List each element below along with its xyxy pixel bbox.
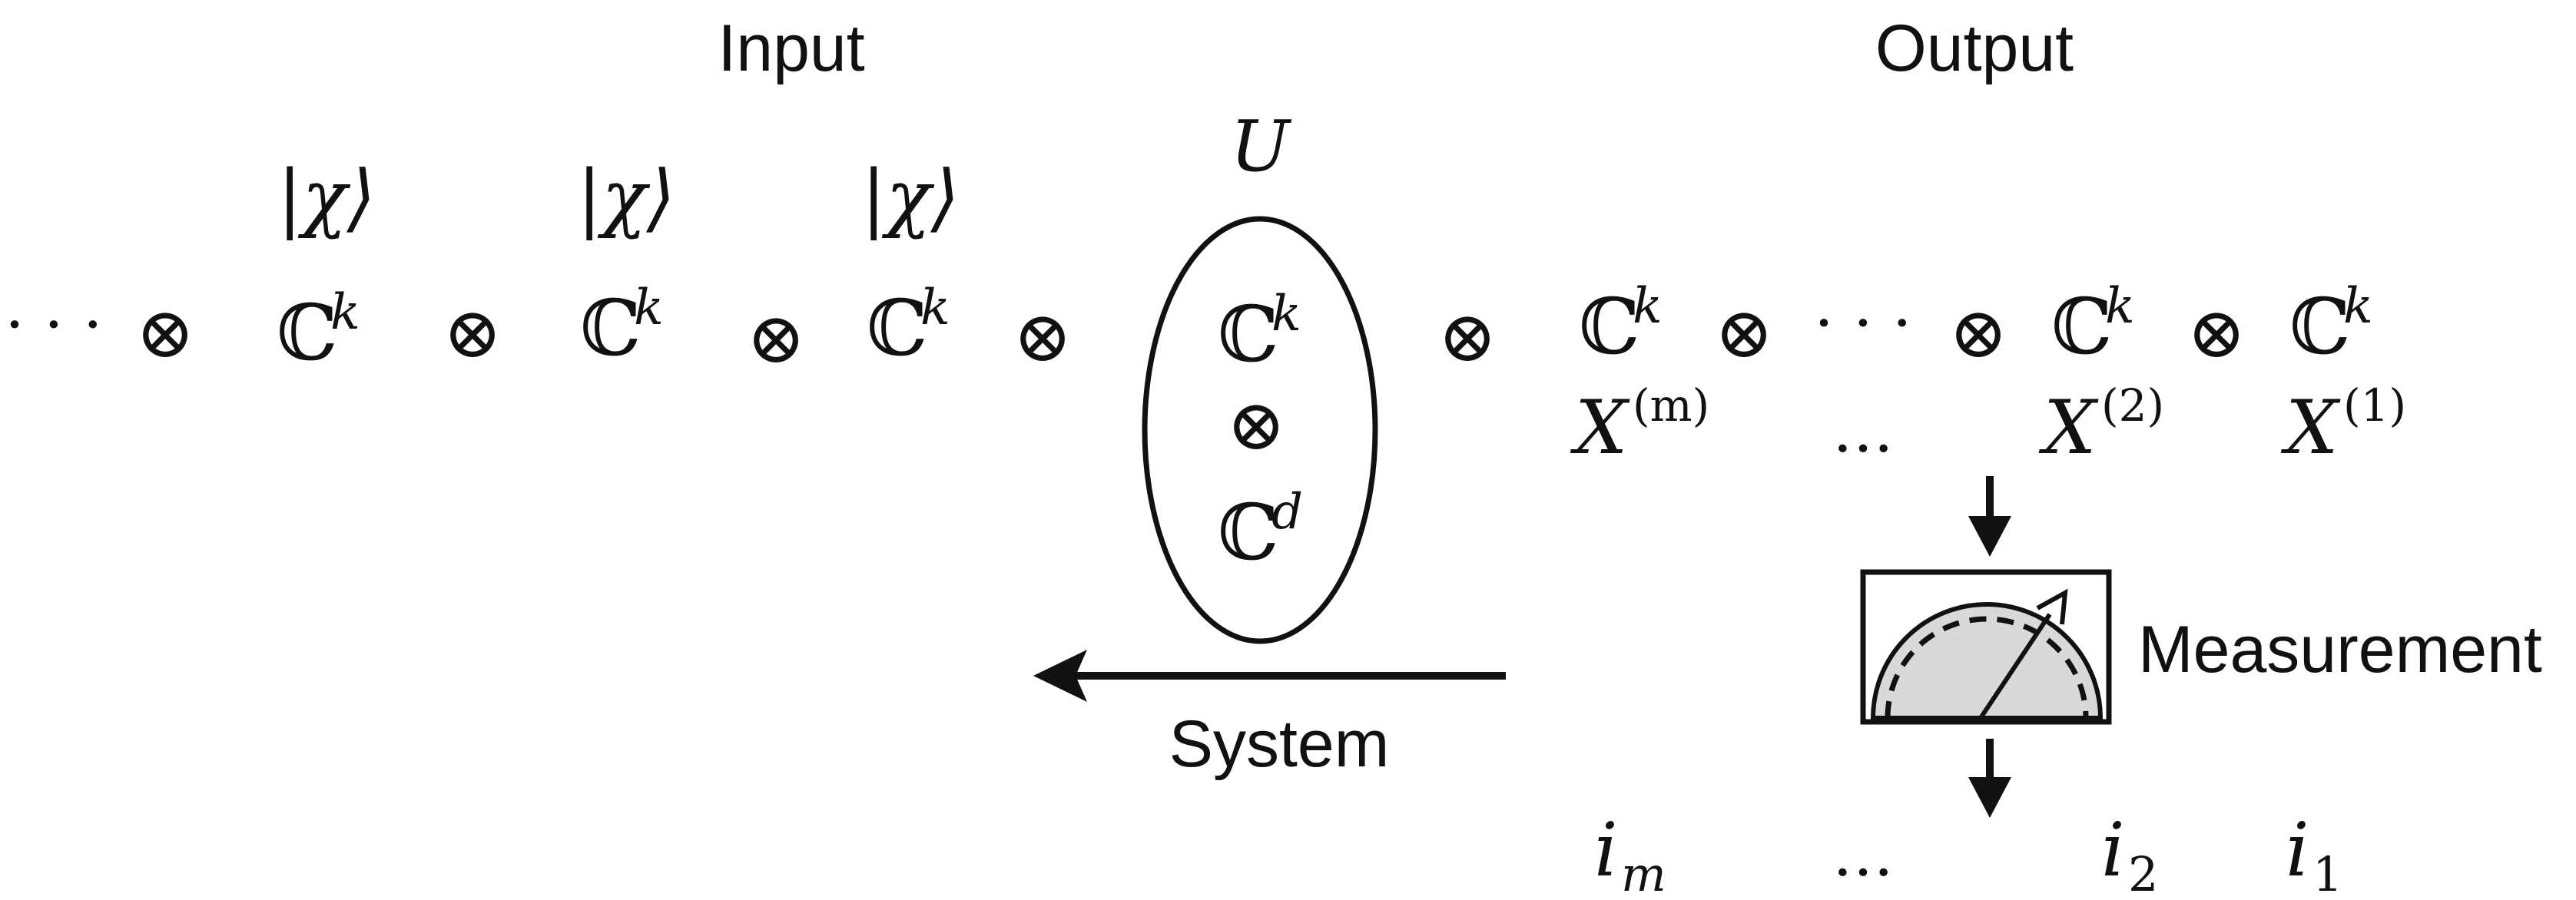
space-dimension: k (1271, 286, 1301, 342)
meter-needle-tip (2036, 588, 2068, 625)
tensor-symbol: ⊗ (1226, 384, 1285, 466)
ellipse-space-d: ℂ d (1218, 484, 1303, 577)
output-label-ellipsis: … (1832, 395, 1894, 466)
tensor-symbol: ⊗ (746, 297, 805, 379)
output-label-base: X (2038, 385, 2099, 471)
tensor-symbol: ⊗ (1714, 292, 1773, 374)
space-dimension: k (1633, 278, 1663, 335)
outcome-base: … (1832, 819, 1894, 890)
space-base: ℂ (580, 283, 642, 373)
outcome-ellipsis: … (1832, 819, 1894, 890)
space-dimension: k (2343, 278, 2373, 335)
tensor-symbol: ⊗ (1013, 296, 1072, 378)
input-space-3: ℂ k (277, 284, 360, 378)
outcome-base: i (2101, 807, 2125, 893)
outcome-index: 1 (2312, 846, 2342, 900)
tensor-symbol: ⊗ (1437, 296, 1497, 378)
input-state-2: |χ⟩ (577, 154, 675, 240)
output-label-1: X (1) (2280, 379, 2406, 471)
space-base: ℂ (1218, 290, 1279, 379)
outcome-index: m (1621, 846, 1666, 900)
outcome-m: i m (1594, 807, 1666, 900)
outcome-1: i 1 (2286, 807, 2342, 900)
output-space-m: ℂ k (1579, 278, 1663, 372)
output-heading: Output (1875, 12, 2074, 85)
output-space-1: ℂ k (2289, 278, 2373, 372)
output-label-2: X (2) (2038, 379, 2164, 471)
tensor-symbol: ⊗ (1948, 292, 2007, 374)
system-label: System (1169, 707, 1390, 781)
meter-dial (1870, 602, 2104, 720)
arrow-head (1968, 777, 2011, 818)
meter-needle (1978, 613, 2052, 720)
tensor-symbol: ⊗ (2186, 292, 2246, 374)
system-arrow (1033, 650, 1506, 702)
arrow-head (1968, 516, 2011, 557)
input-ellipsis: · · · (5, 289, 102, 360)
space-base: ℂ (1579, 282, 1640, 372)
output-space-2: ℂ k (2051, 278, 2135, 372)
input-state-3: |χ⟩ (277, 154, 376, 240)
space-dimension: k (920, 280, 950, 336)
output-ellipsis: · · · (1814, 287, 1911, 359)
measurement-label: Measurement (2138, 613, 2542, 687)
ellipse-space-k: ℂ k (1218, 286, 1301, 379)
outcome-index: 2 (2128, 846, 2158, 900)
space-base: ℂ (2289, 282, 2351, 372)
space-base: ℂ (277, 288, 338, 378)
space-dimension: k (634, 280, 664, 336)
measurement-input-arrow (1968, 476, 2011, 557)
input-state-1: |χ⟩ (861, 154, 960, 240)
space-dimension: k (2105, 278, 2135, 335)
output-label-base: X (1570, 385, 1630, 471)
output-label-index: (2) (2101, 379, 2164, 432)
unitary-ellipse (1142, 216, 1378, 644)
space-dimension: k (330, 284, 360, 341)
system-arrow-head (1033, 650, 1087, 702)
outcome-base: i (1594, 807, 1618, 893)
output-label-m: X (m) (1570, 379, 1709, 471)
measurement-output-arrow (1968, 739, 2011, 818)
output-label-base: … (1832, 395, 1894, 466)
space-base: ℂ (1218, 488, 1279, 577)
tensor-symbol: ⊗ (135, 292, 194, 374)
space-base: ℂ (2051, 282, 2113, 372)
space-dimension: d (1271, 484, 1303, 541)
outcome-base: i (2286, 807, 2309, 893)
output-label-index: (m) (1633, 379, 1709, 432)
space-base: ℂ (867, 283, 928, 373)
input-space-2: ℂ k (580, 280, 664, 373)
outcome-2: i 2 (2101, 807, 2158, 900)
tensor-symbol: ⊗ (443, 292, 502, 374)
unitary-label: U (1230, 105, 1292, 187)
input-heading: Input (718, 12, 864, 85)
input-space-1: ℂ k (867, 280, 950, 373)
measurement-device-icon (1860, 569, 2112, 725)
output-label-base: X (2280, 385, 2341, 471)
meter-scale (1885, 616, 2089, 719)
output-label-index: (1) (2343, 379, 2406, 432)
